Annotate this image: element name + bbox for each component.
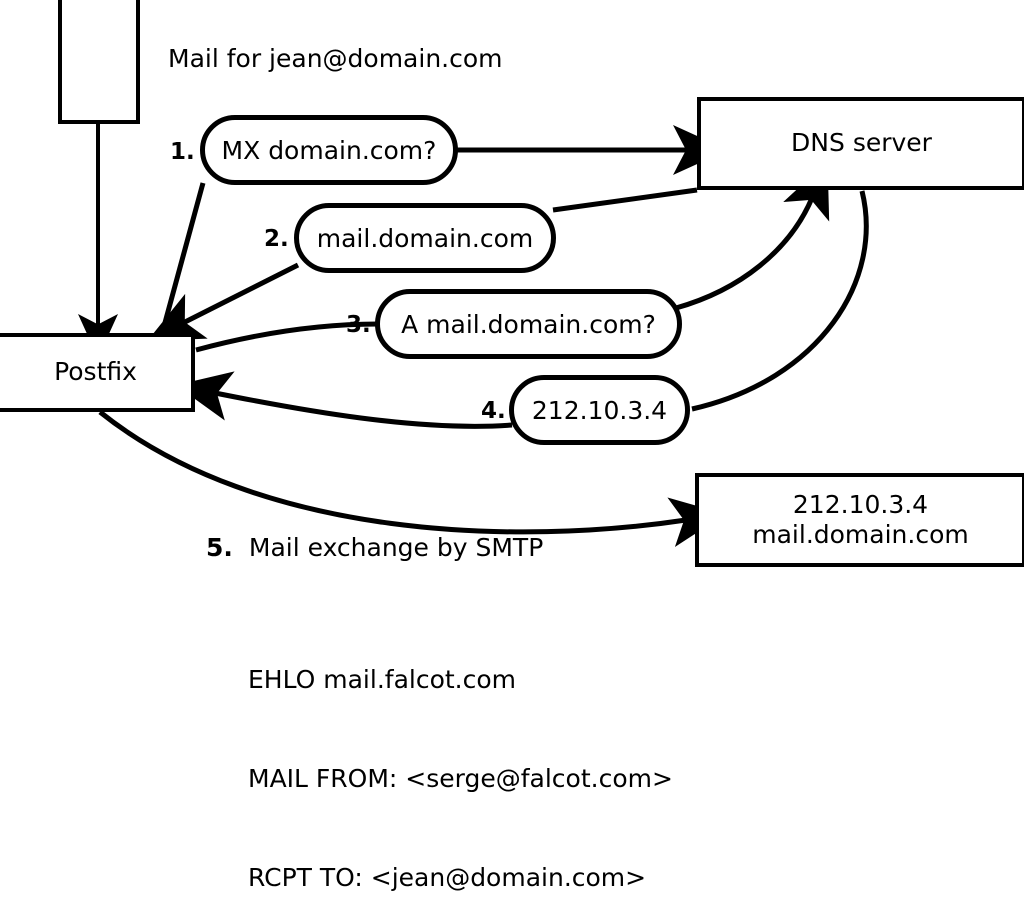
- node-remote-hostname: mail.domain.com: [752, 520, 969, 549]
- node-remote-ip: 212.10.3.4: [792, 489, 929, 519]
- node-remote-mail-server[interactable]: 212.10.3.4 mail.domain.com: [695, 473, 1024, 567]
- line-dns-to-bubble2: [552, 187, 698, 213]
- step-number-4: 4.: [481, 398, 506, 424]
- smtp-transcript: EHLO mail.falcot.com MAIL FROM: <serge@f…: [248, 597, 673, 919]
- node-dns-server-label: DNS server: [791, 128, 932, 158]
- bubble-step-2[interactable]: mail.domain.com: [294, 203, 556, 273]
- node-client[interactable]: [58, 0, 140, 124]
- transcript-line: MAIL FROM: <serge@falcot.com>: [248, 764, 673, 793]
- bubble-step-1-label: MX domain.com?: [221, 135, 437, 165]
- line-postfix-to-bubble3: [195, 321, 379, 353]
- bubble-step-3-label: A mail.domain.com?: [401, 309, 656, 339]
- step-number-3: 3.: [346, 312, 371, 338]
- node-dns-server[interactable]: DNS server: [697, 97, 1024, 190]
- bubble-step-3[interactable]: A mail.domain.com?: [375, 289, 682, 359]
- node-postfix-label: Postfix: [54, 357, 137, 387]
- bubble-step-4-label: 212.10.3.4: [531, 395, 668, 425]
- step-5-label: Mail exchange by SMTP: [248, 533, 544, 562]
- node-postfix[interactable]: Postfix: [0, 333, 195, 412]
- transcript-line: RCPT TO: <jean@domain.com>: [248, 863, 647, 892]
- arrow-postfix-to-remote: [98, 410, 726, 547]
- step-number-5: 5.: [206, 533, 233, 562]
- transcript-line: EHLO mail.falcot.com: [248, 665, 517, 694]
- caption-mail-for: Mail for jean@domain.com: [168, 44, 503, 73]
- bubble-step-2-label: mail.domain.com: [316, 223, 534, 253]
- bubble-step-1[interactable]: MX domain.com?: [200, 115, 458, 185]
- bubble-step-4[interactable]: 212.10.3.4: [509, 375, 690, 445]
- arrow-bubble4-to-postfix: [175, 371, 513, 429]
- step-5-row: 5. Mail exchange by SMTP: [206, 533, 543, 562]
- arrow-bubble3-to-dns: [675, 161, 830, 311]
- step-number-1: 1.: [170, 139, 195, 165]
- line-postfix-to-bubble1: [160, 182, 206, 331]
- arrow-bubble2-to-postfix: [147, 262, 300, 342]
- line-dns-to-bubble4: [691, 190, 869, 412]
- step-number-2: 2.: [264, 226, 289, 252]
